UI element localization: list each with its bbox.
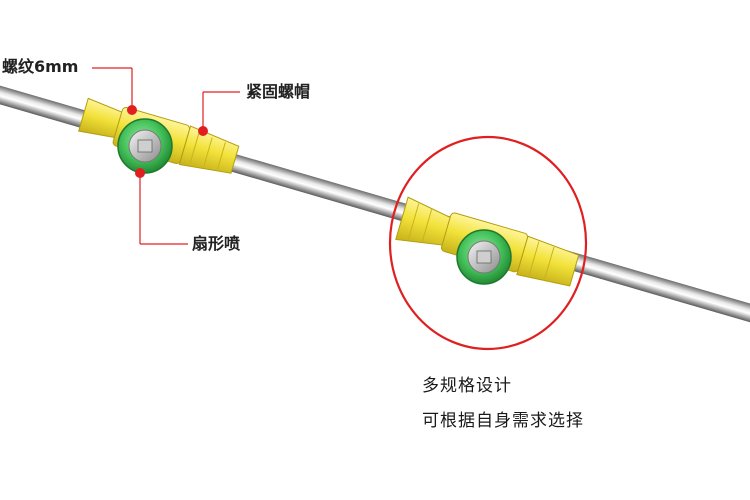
left-fan-nozzle-tip	[117, 118, 173, 174]
caption-line1: 多规格设计	[422, 376, 512, 396]
label-fan-nozzle: 扇形喷	[192, 234, 241, 253]
label-thread: 螺纹6mm	[2, 57, 79, 76]
callout-nut	[198, 91, 240, 136]
callout-thread	[92, 67, 137, 115]
caption-line2: 可根据自身需求选择	[422, 411, 584, 431]
highlight-circle	[388, 135, 588, 351]
label-nut: 紧固螺帽	[246, 82, 311, 101]
callout-fan-nozzle	[135, 168, 188, 245]
right-fan-nozzle-tip	[456, 229, 512, 285]
